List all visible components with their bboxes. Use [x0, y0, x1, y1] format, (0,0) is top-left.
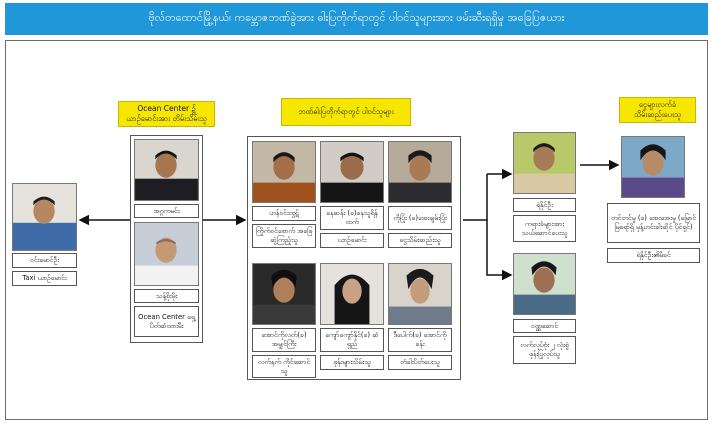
- receiver-heading: ငွေများလက်ခံ သိမ်းဆည်းပေးသူ: [619, 97, 696, 123]
- robber-3-role: ငွေသိမ်းဆည်းသူ: [388, 233, 452, 248]
- helper-2-name: ဝဏ္ဏဆောင်: [513, 319, 576, 333]
- helper-1-role: ကရားခံများအား သယ်ဆောင်ပေးသူ: [513, 215, 576, 242]
- photo-ocean-person-1: [134, 139, 199, 201]
- robber-6-name: ဒီပေါက်(ခ) အောင်ကိုခန်း: [388, 328, 452, 352]
- taxi-driver-name: ဝင်းမောင်ဦး: [12, 253, 77, 268]
- robber-1-role: ကြိုက်ဝင်စောက် အဖြေဆွဲကြည့်သူ: [252, 224, 316, 248]
- photo-helper-2: [513, 253, 576, 315]
- photo-robber-6: [388, 263, 452, 325]
- photo-taxi-driver: [12, 183, 77, 251]
- robber-6-role: တံခါးပိတ်ပေးသူ: [388, 355, 452, 370]
- chart-header: ဗိုလ်တထောင်မြို့နယ်၊ ကမ္ဘောဇဘဏ်ခွဲအား ဓါ…: [5, 3, 708, 35]
- photo-robber-4: [252, 263, 316, 325]
- robber-4-role: လက်နက် ကိုင်ဆောင်သူ: [252, 355, 316, 378]
- robber-3-name: ကိုပြုံး (ခ)အေးချမ်းပြုံး: [388, 206, 452, 230]
- ocean-person-2-role: Ocean Center ရှေ့ပိတ်ဆံထားမီး: [134, 306, 199, 337]
- robber-2-role: ယာဉ်မောင်း: [320, 233, 384, 248]
- robber-5-name: ကျော်ကျော်နိုင်(ခ) ဆံရှည်: [320, 328, 384, 352]
- taxi-driver-role: Taxi ယာဉ်မောင်း: [12, 271, 77, 286]
- ocean-person-1-name: အဂ္ဂကမင်း: [134, 204, 199, 218]
- photo-helper-1: [513, 132, 576, 194]
- robbers-heading: ဘဏ်ဓါးပြတိုက်ရာတွင် ပါဝင်သူများ: [281, 98, 411, 126]
- robber-1-name: ဟန်ဝင်းထွဋ်: [252, 206, 316, 221]
- photo-robber-3: [388, 141, 452, 203]
- receiver-relation: ရဲနိုင်ဦး၏မိခင်: [607, 248, 700, 263]
- photo-robber-1: [252, 141, 316, 203]
- photo-ocean-person-2: [134, 222, 199, 286]
- robber-5-role: ဖုန်းများသိမ်းသူ: [320, 355, 384, 370]
- helper-1-name: ရဲနိုင်ဦး: [513, 198, 576, 212]
- receiver-name: တင်တင်မူ (ခ) အေးအေးမူ (မြောင်မြရော်ရှိ မ…: [607, 203, 700, 243]
- photo-receiver: [621, 136, 685, 198]
- photo-robber-2: [320, 141, 384, 203]
- helper-2-role: လက်လုပ်ဗုံး ၂ လုံးစွဲဖုန်းပြုလုပ်သူ: [513, 336, 576, 364]
- chart-title: ဗိုလ်တထောင်မြို့နယ်၊ ကမ္ဘောဇဘဏ်ခွဲအား ဓါ…: [148, 11, 565, 24]
- ocean-person-2-name: သန့်စိုးမိုး: [134, 289, 199, 303]
- robber-4-name: အောင်ကိုလတ်(ခ) အမျှင်ကြီး: [252, 328, 316, 352]
- robber-2-name: နေဆန်း (ခ)နေသူရိန်ထက်: [320, 206, 384, 230]
- photo-robber-5: [320, 263, 384, 325]
- ocean-center-heading: Ocean Center ၌ ယာဉ်မောင်းအား တိမ်းသိမ်းသ…: [118, 101, 215, 127]
